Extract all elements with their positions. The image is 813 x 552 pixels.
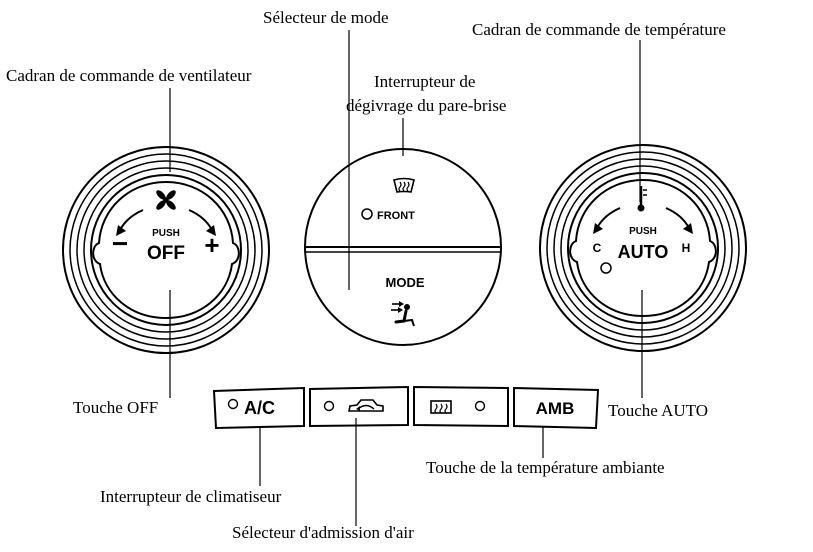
mode-selector-callout: Sélecteur de mode (263, 8, 389, 27)
temperature-dial[interactable] (539, 144, 747, 352)
fan-icon (156, 190, 176, 210)
car-recirculation-icon (348, 399, 384, 412)
fan-dial-callout: Cadran de commande de ventilateur (6, 66, 252, 85)
auto-button-label[interactable]: AUTO (618, 242, 669, 262)
fan-dial-push-label: PUSH (152, 228, 180, 239)
rear-defrost-icon (430, 400, 452, 414)
amb-button-label: AMB (536, 399, 575, 418)
temp-dial-callout: Cadran de commande de température (472, 20, 726, 39)
ambient-temp-callout: Touche de la température ambiante (426, 458, 665, 477)
fan-speed-minus[interactable]: − (112, 228, 128, 259)
windshield-defrost-icon (393, 177, 415, 193)
ac-switch-callout: Interrupteur de climatiseur (100, 487, 282, 506)
temp-cold-label: C (593, 241, 602, 255)
off-button-label[interactable]: OFF (147, 243, 185, 264)
temp-hot-label: H (682, 241, 691, 255)
mode-label: MODE (386, 275, 425, 290)
auto-button-callout: Touche AUTO (608, 401, 709, 420)
front-label: FRONT (377, 210, 415, 222)
auto-indicator-light (600, 262, 612, 274)
mode-selector-button[interactable] (320, 254, 486, 340)
amb-button[interactable]: AMB (513, 386, 600, 430)
fan-dial[interactable] (62, 146, 270, 354)
windshield-defrost-button[interactable] (323, 152, 483, 244)
airflow-mode-icon (391, 301, 415, 327)
defrost-switch-callout-line2: dégivrage du pare-brise (346, 96, 507, 115)
defrost-switch-callout-line1: Interrupteur de (374, 72, 476, 91)
callout-lines (169, 30, 643, 526)
off-button-callout: Touche OFF (73, 398, 159, 417)
air-intake-button[interactable] (309, 385, 409, 428)
air-intake-callout: Sélecteur d'admission d'air (232, 523, 414, 542)
front-defrost-indicator-light (361, 208, 373, 220)
temp-dial-push-label: PUSH (629, 226, 657, 237)
ac-button-label: A/C (244, 398, 275, 418)
thermometer-icon (637, 186, 647, 212)
rear-defrost-button[interactable] (413, 385, 509, 428)
fan-speed-plus[interactable]: + (204, 230, 219, 260)
ac-button[interactable]: A/C (212, 386, 305, 430)
